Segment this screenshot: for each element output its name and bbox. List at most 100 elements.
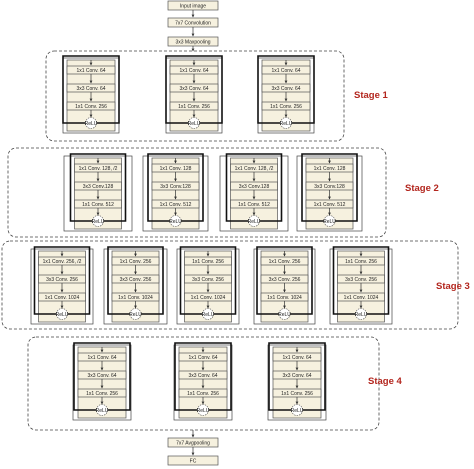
fc-label: FC [190, 459, 197, 465]
skip-connection [284, 246, 313, 315]
stage-label: Stage 2 [405, 183, 439, 194]
conv-layer-label: 1x1 Conv. 512 [238, 202, 270, 208]
conv-layer-label: 1x1 Conv. 128 [160, 166, 192, 172]
conv-layer-label: 1x1 Conv. 256 [75, 104, 107, 110]
relu-node [278, 308, 291, 320]
conv-layer-label: 3x3 Conv. 256 [192, 277, 224, 283]
relu-node [248, 215, 260, 227]
skip-connection [208, 246, 237, 315]
stage-4: Stage 4 1x1 Conv. 64 3x3 Conv. 64 1x1 Conv.… [27, 336, 403, 431]
skip-connection [203, 342, 232, 411]
stages: Stage 1 1x1 Conv. 64 3x3 Conv. 64 1x1 Conv.… [1, 50, 470, 431]
skip-connection [33, 246, 62, 315]
conv-layer-label: 3x3 Conv.128 [83, 184, 114, 190]
relu-node [56, 308, 68, 320]
relu-node [280, 117, 292, 129]
skip-connection [194, 55, 223, 124]
stage-boundary [1, 240, 459, 330]
conv-layer-label: 1x1 Conv. 256 [120, 259, 152, 265]
relu-label: ReLU [291, 408, 304, 414]
skip-connection [332, 246, 361, 315]
stage-label: Stage 3 [436, 281, 470, 292]
conv-layer-label: 1x1 Conv. 64 [87, 355, 116, 361]
conv-layer-label: 1x1 Conv. 256 [187, 391, 219, 397]
conv-layer-label: 1x1 Conv. 64 [271, 68, 300, 74]
conv-layer-label: 3x3 Conv. 256 [120, 277, 152, 283]
skip-connection [69, 153, 98, 222]
skip-connection [254, 153, 283, 222]
conv-layer-label: 1x1 Conv. 1024 [118, 295, 153, 301]
bottleneck-block: 1x1 Conv. 128, /2 3x3 Conv.128 1x1 Conv. 5… [63, 153, 133, 232]
relu-label: ReLU [355, 312, 368, 318]
skip-connection [73, 342, 102, 411]
conv-layer-label: 3x3 Conv. 256 [345, 277, 377, 283]
conv-layer-label: 1x1 Conv. 128, /2 [79, 166, 118, 172]
conv-layer-label: 1x1 Conv. 1024 [191, 295, 226, 301]
skip-connection [256, 246, 285, 315]
skip-connection [91, 55, 120, 124]
conv-layer-label: 1x1 Conv. 1024 [45, 295, 80, 301]
relu-label: ReLU [202, 312, 215, 318]
skip-connection [165, 55, 194, 124]
stage-label: Stage 1 [354, 90, 389, 101]
stage-boundary [27, 336, 380, 431]
skip-connection [329, 153, 358, 222]
skip-connection [62, 55, 91, 124]
skip-connection [361, 246, 390, 315]
skip-connection [179, 246, 208, 315]
skip-connection [147, 153, 176, 222]
relu-node [129, 308, 142, 320]
skip-connection [225, 153, 254, 222]
conv-layer-label: 3x3 Conv. 64 [87, 373, 116, 379]
conv-layer-label: 3x3 Conv. 256 [269, 277, 301, 283]
stage-boundary [7, 147, 387, 238]
conv-layer-label: 3x3 Conv. 64 [271, 86, 300, 92]
conv-layer-label: 1x1 Conv. 256 [178, 104, 210, 110]
relu-label: ReLU [248, 219, 261, 225]
conv-layer-label: 1x1 Conv. 512 [314, 202, 346, 208]
stage-label: Stage 4 [368, 376, 403, 387]
bottleneck-block: 1x1 Conv. 64 3x3 Conv. 64 1x1 Conv. 256ReL… [72, 342, 132, 421]
conv-layer-label: 1x1 Conv. 128 [314, 166, 346, 172]
conv-layer-label: 1x1 Conv. 512 [82, 202, 114, 208]
top-pipeline: Input image 7x7 Convolution 3x3 Maxpooli… [167, 0, 219, 52]
input-image-label: Input image [180, 4, 206, 10]
conv-layer-label: 1x1 Conv. 64 [188, 355, 217, 361]
skip-connection [135, 246, 164, 315]
skip-connection [98, 153, 127, 222]
conv-layer-label: 1x1 Conv. 512 [160, 202, 192, 208]
conv-layer-label: 1x1 Conv. 256 [345, 259, 377, 265]
skip-connection [174, 342, 203, 411]
bottom-pipeline: 7x7 Avgpooling FC [167, 430, 219, 466]
conv-layer-label: 1x1 Conv. 256 [269, 259, 301, 265]
relu-label: ReLU [96, 408, 109, 414]
skip-connection [257, 55, 286, 124]
relu-node [197, 404, 209, 416]
relu-label: ReLU [278, 312, 291, 318]
stage-2: Stage 2 1x1 Conv. 128, /2 3x3 Conv.128 1x1 … [7, 147, 439, 238]
conv-layer-label: 1x1 Conv. 256 [192, 259, 224, 265]
conv-layer-label: 1x1 Conv. 1024 [267, 295, 302, 301]
relu-label: ReLU [323, 219, 336, 225]
skip-connection [107, 246, 136, 315]
bottleneck-block: 1x1 Conv. 256 3x3 Conv. 256 1x1 Conv. 1024… [176, 246, 240, 325]
conv-layer-label: 1x1 Conv. 256 [86, 391, 118, 397]
avgpool-label: 7x7 Avgpooling [176, 441, 210, 447]
relu-node [355, 308, 367, 320]
relu-node [291, 404, 303, 416]
relu-label: ReLU [129, 312, 142, 318]
relu-node [188, 117, 200, 129]
conv-layer-label: 3x3 Conv. 256 [46, 277, 78, 283]
